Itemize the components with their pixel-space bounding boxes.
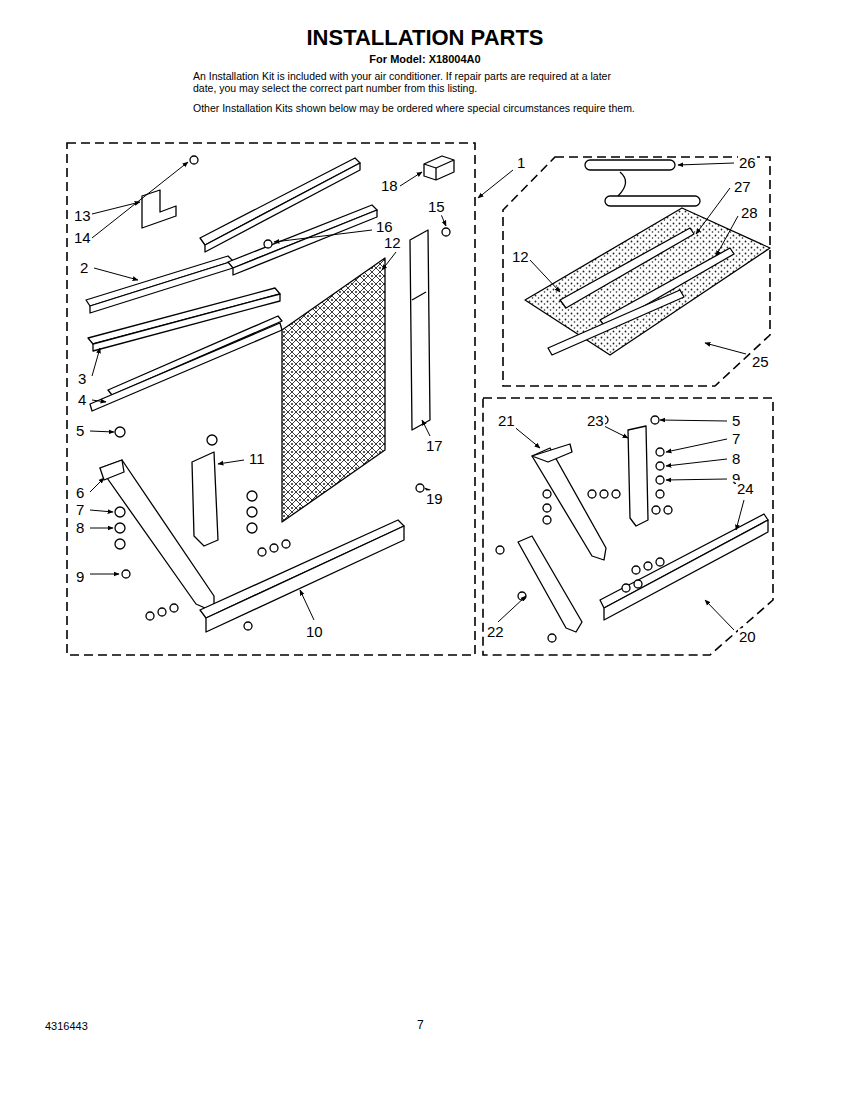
label-slot: 13 bbox=[73, 207, 92, 224]
callout-number: 6 bbox=[75, 484, 85, 501]
callout-number: 3 bbox=[77, 370, 87, 387]
callout-number: 2 bbox=[79, 259, 89, 276]
callout-number: 24 bbox=[736, 480, 755, 497]
callout-number: 26 bbox=[738, 154, 757, 171]
leader-lines bbox=[90, 162, 746, 630]
callout-number: 1 bbox=[516, 154, 526, 171]
label-slot: 4 bbox=[77, 391, 87, 408]
label-slot: 17 bbox=[425, 437, 444, 454]
callout-number: 22 bbox=[486, 623, 505, 640]
label-slot: 11 bbox=[248, 450, 266, 467]
label-slot: 14 bbox=[73, 229, 92, 246]
page-title: INSTALLATION PARTS bbox=[306, 25, 543, 50]
label-slot: 7 bbox=[731, 430, 741, 447]
callout-number: 19 bbox=[425, 490, 444, 507]
callout-number: 18 bbox=[380, 177, 399, 194]
label-slot: 22 bbox=[486, 623, 505, 640]
callout-number: 20 bbox=[738, 628, 757, 645]
label-slot: An Installation Kit is included with you… bbox=[193, 70, 633, 94]
label-slot: 18 bbox=[380, 177, 399, 194]
label-slot: 27 bbox=[733, 178, 752, 195]
label-slot: 9 bbox=[75, 568, 85, 585]
title-slot: INSTALLATION PARTS bbox=[306, 25, 543, 50]
callout-number: 9 bbox=[75, 568, 85, 585]
label-slot: 20 bbox=[738, 628, 757, 645]
label-slot: 12 bbox=[511, 248, 530, 265]
footer-number: 4316443 bbox=[44, 1020, 89, 1033]
callout-number: 8 bbox=[75, 519, 85, 536]
callout-number: 5 bbox=[731, 412, 741, 429]
callout-number: 17 bbox=[425, 437, 444, 454]
label-slot: 23 bbox=[586, 412, 605, 429]
label-slot: 24 bbox=[736, 480, 755, 497]
label-slot: 8 bbox=[731, 450, 741, 467]
callout-number: 12 bbox=[383, 234, 402, 251]
part-drawings bbox=[86, 156, 770, 642]
note-text: An Installation Kit is included with you… bbox=[193, 70, 633, 94]
label-slot: 7 bbox=[75, 501, 85, 518]
callout-number: 7 bbox=[731, 430, 741, 447]
label-slot: 2 bbox=[79, 259, 89, 276]
label-slot: 25 bbox=[751, 353, 770, 370]
callout-number: 14 bbox=[73, 229, 92, 246]
label-slot: 19 bbox=[425, 490, 444, 507]
label-slot: 15 bbox=[427, 198, 446, 215]
model-label: For Model: X18004A0 bbox=[369, 53, 480, 66]
label-slot: 5 bbox=[75, 422, 85, 439]
callout-number: 21 bbox=[497, 412, 516, 429]
label-slot: 26 bbox=[738, 154, 757, 171]
callout-number: 5 bbox=[75, 422, 85, 439]
label-slot: 6 bbox=[75, 484, 85, 501]
callout-number: 16 bbox=[375, 218, 394, 235]
kit-outline bbox=[67, 143, 773, 655]
label-slot: 5 bbox=[731, 412, 741, 429]
callout-number: 13 bbox=[73, 207, 92, 224]
callout-number: 11 bbox=[248, 450, 266, 467]
label-slot: 21 bbox=[497, 412, 516, 429]
label-slot: For Model: X18004A0 bbox=[369, 53, 480, 66]
callout-number: 4 bbox=[77, 391, 87, 408]
callout-number: 7 bbox=[75, 501, 85, 518]
callout-number: 10 bbox=[305, 623, 324, 640]
label-slot: 4316443 bbox=[44, 1020, 89, 1033]
callout-number: 8 bbox=[731, 450, 741, 467]
label-slot: Other Installation Kits shown below may … bbox=[193, 102, 683, 114]
label-slot: 3 bbox=[77, 370, 87, 387]
callout-number: 12 bbox=[511, 248, 530, 265]
label-slot: 10 bbox=[305, 623, 324, 640]
label-slot: 7 bbox=[416, 1019, 425, 1033]
label-slot: 12 bbox=[383, 234, 402, 251]
callout-number: 28 bbox=[740, 204, 759, 221]
footer-number: 7 bbox=[416, 1019, 425, 1033]
label-slot: 28 bbox=[740, 204, 759, 221]
callout-number: 25 bbox=[751, 353, 770, 370]
label-slot: 16 bbox=[375, 218, 394, 235]
callout-number: 27 bbox=[733, 178, 752, 195]
note-text: Other Installation Kits shown below may … bbox=[193, 102, 683, 114]
label-slot: 8 bbox=[75, 519, 85, 536]
label-slot: 1 bbox=[516, 154, 526, 171]
callout-number: 15 bbox=[427, 198, 446, 215]
callout-number: 23 bbox=[586, 412, 605, 429]
